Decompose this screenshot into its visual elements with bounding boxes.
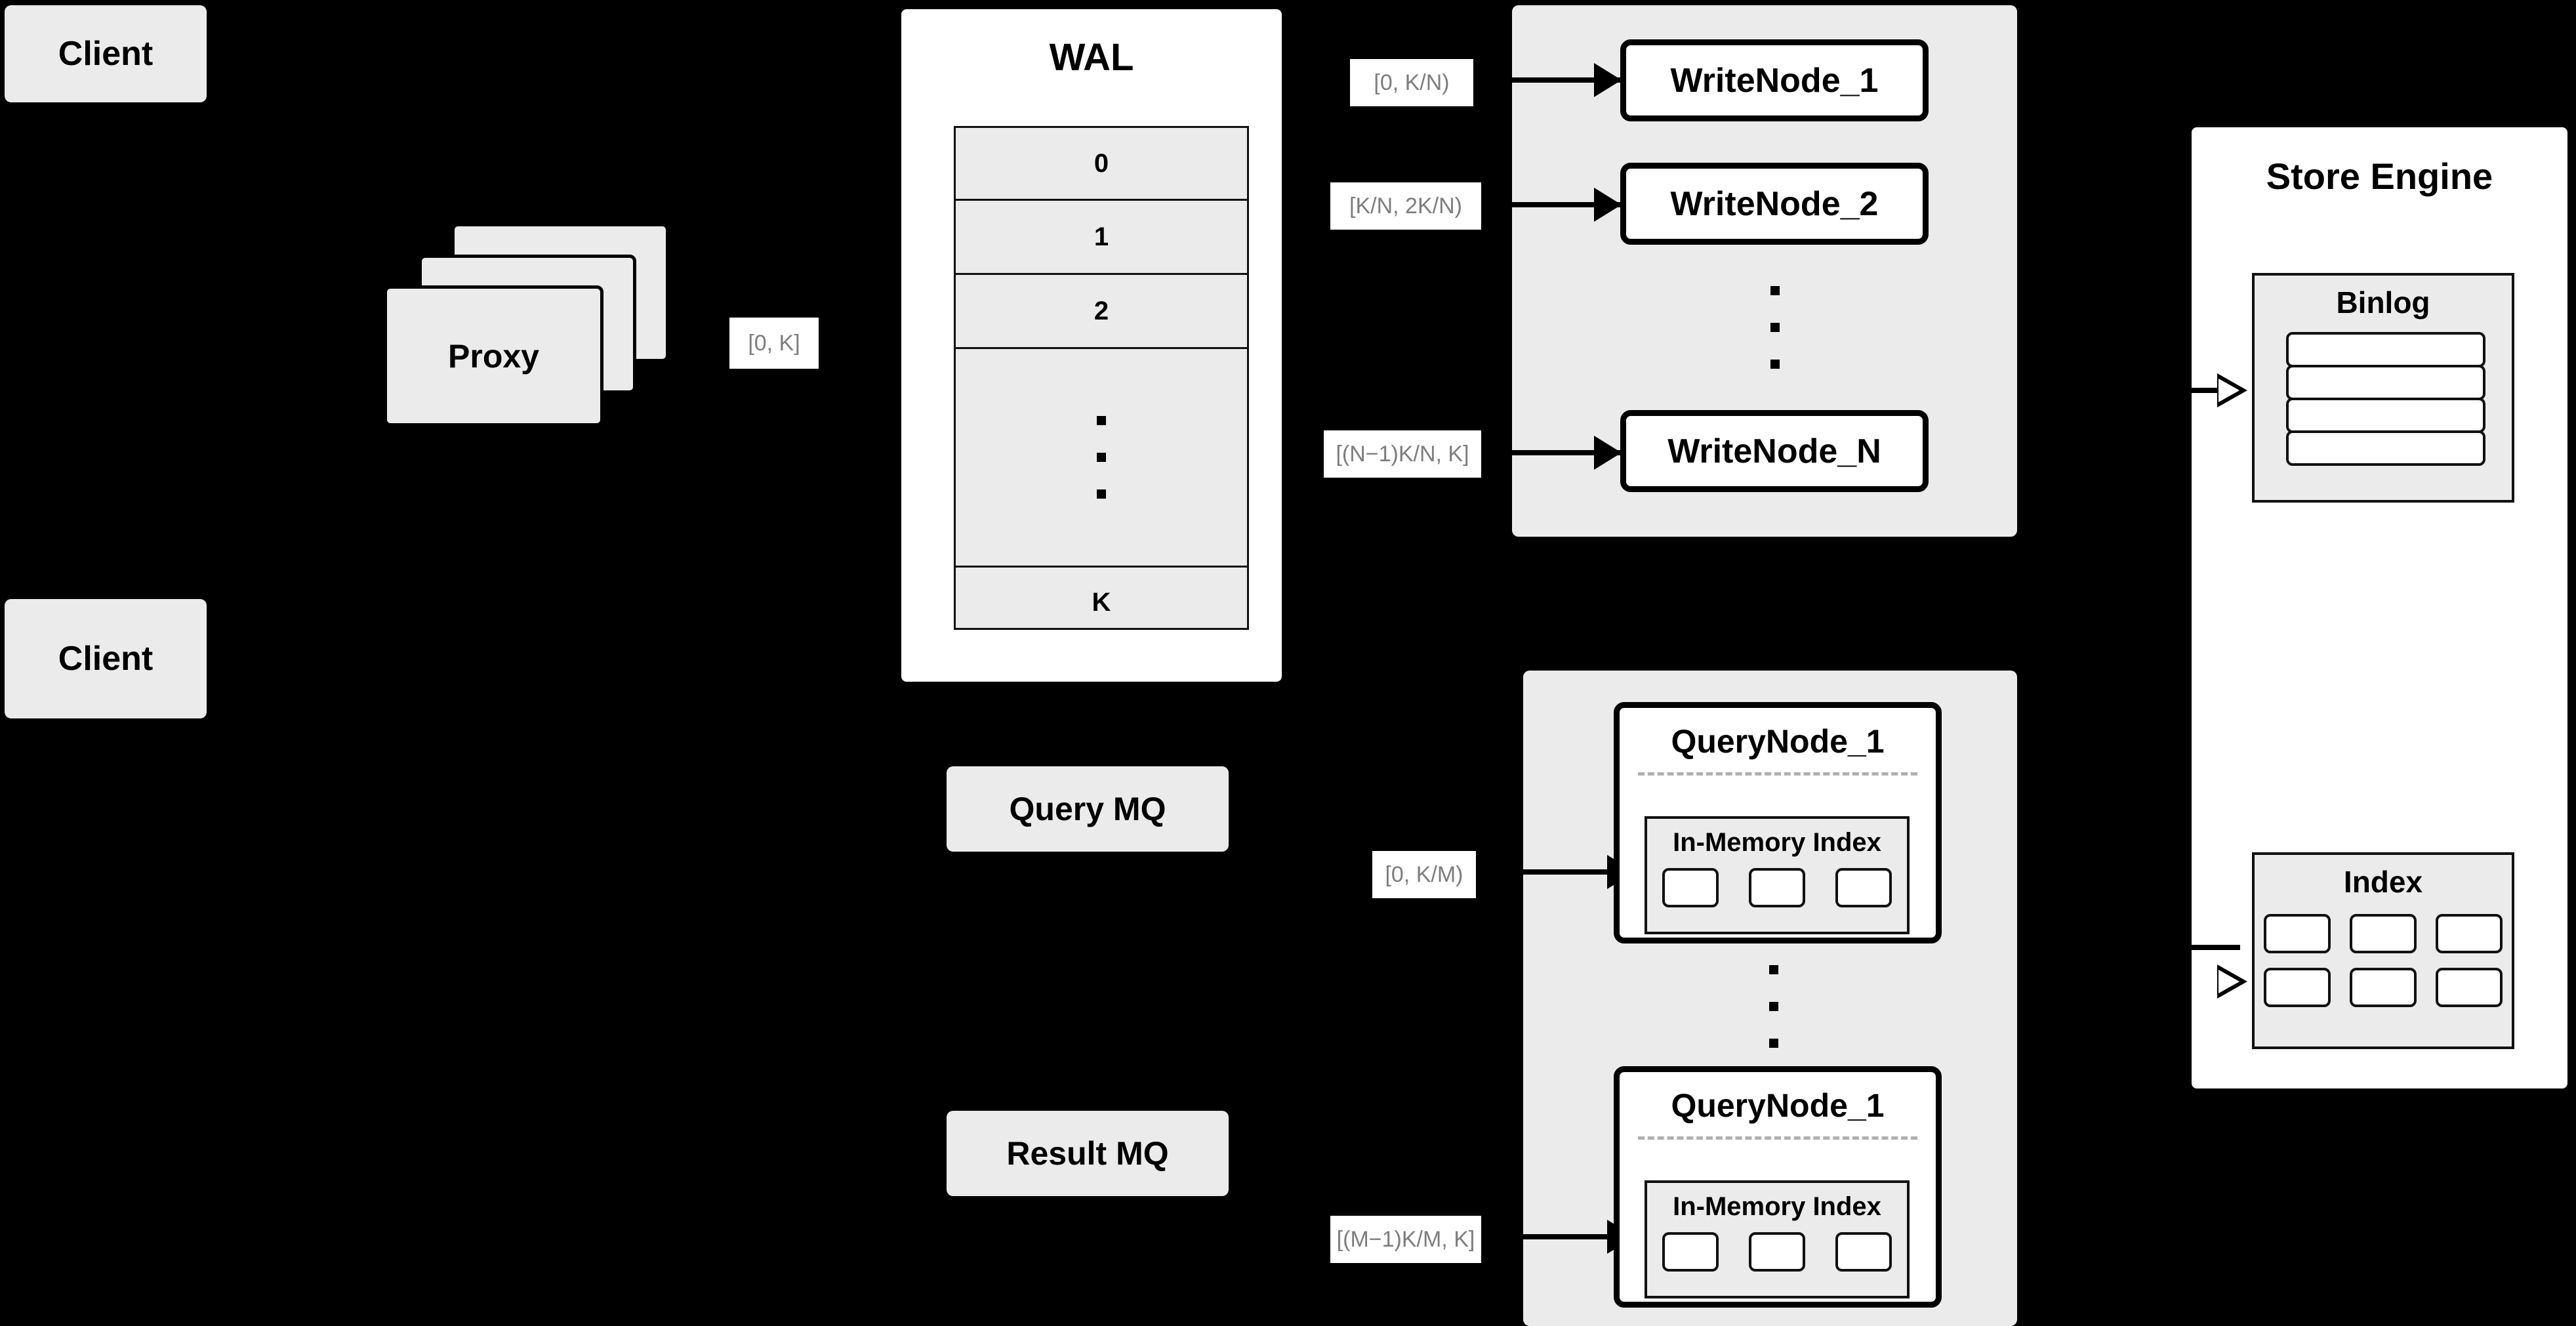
index-segment[interactable] bbox=[1749, 1232, 1805, 1272]
arrow-head-writenode-1 bbox=[1594, 63, 1622, 97]
index-segment[interactable] bbox=[1662, 1232, 1719, 1272]
index-segment[interactable] bbox=[1835, 1232, 1892, 1272]
arrow-line-querynode-m bbox=[1523, 1234, 1635, 1239]
binlog-panel: Binlog bbox=[2252, 273, 2514, 503]
arrow-head-writenode-2 bbox=[1594, 188, 1622, 222]
result-mq-box[interactable]: Result MQ bbox=[947, 1111, 1229, 1196]
query-node-2[interactable]: QueryNode_1 In-Memory Index bbox=[1614, 1066, 1942, 1308]
edge-label-proxy-to-wal: [0, K] bbox=[729, 318, 819, 369]
arrow-line-to-index bbox=[2165, 945, 2240, 950]
wal-row[interactable]: K bbox=[1092, 587, 1111, 617]
index-segment[interactable] bbox=[1662, 868, 1719, 907]
binlog-entry[interactable] bbox=[2286, 398, 2485, 433]
client-label-2: Client bbox=[58, 640, 153, 678]
write-node-2[interactable]: WriteNode_2 bbox=[1620, 163, 1929, 245]
in-memory-index-2-label: In-Memory Index bbox=[1673, 1192, 1881, 1221]
proxy-label: Proxy bbox=[448, 337, 539, 375]
store-index-entry[interactable] bbox=[2435, 968, 2503, 1007]
arrow-line-querynode-1 bbox=[1523, 869, 1635, 875]
wal-title: WAL bbox=[1049, 36, 1134, 79]
store-index-label: Index bbox=[2343, 865, 2423, 899]
binlog-entry[interactable] bbox=[2286, 365, 2485, 400]
store-index-entry[interactable] bbox=[2264, 968, 2331, 1007]
query-cluster-ellipsis-dots bbox=[1769, 951, 1778, 1062]
query-node-2-label: QueryNode_1 bbox=[1671, 1087, 1885, 1124]
result-mq-label: Result MQ bbox=[1006, 1135, 1169, 1172]
write-cluster-ellipsis-dots bbox=[1770, 272, 1780, 383]
store-index-entry[interactable] bbox=[2264, 914, 2331, 953]
index-segment[interactable] bbox=[1835, 868, 1892, 907]
arrow-head-writenode-n bbox=[1594, 436, 1622, 470]
index-segment[interactable] bbox=[1749, 868, 1805, 907]
client-box-2[interactable]: Client bbox=[5, 599, 207, 718]
in-memory-index-1-label: In-Memory Index bbox=[1673, 828, 1881, 857]
write-node-n-label: WriteNode_N bbox=[1667, 432, 1881, 470]
write-node-2-label: WriteNode_2 bbox=[1670, 184, 1879, 223]
wal-row[interactable]: 0 bbox=[956, 128, 1247, 201]
query-node-1-separator bbox=[1638, 772, 1917, 776]
arrow-line-to-binlog bbox=[2165, 388, 2240, 393]
arrow-head-to-index bbox=[2217, 964, 2247, 999]
query-mq-box[interactable]: Query MQ bbox=[947, 766, 1229, 852]
binlog-entry[interactable] bbox=[2286, 332, 2485, 367]
wal-ellipsis-dots bbox=[1097, 402, 1106, 512]
edge-label-wal-to-writenode-n: [(N−1)K/N, K] bbox=[1324, 430, 1481, 478]
arrow-line-writenode-2 bbox=[1512, 202, 1624, 207]
edge-label-mq-to-querynode-m: [(M−1)K/M, K] bbox=[1330, 1216, 1481, 1263]
edge-label-wal-to-writenode-1: [0, K/N) bbox=[1350, 59, 1473, 106]
wal-row-ellipsis bbox=[956, 349, 1247, 568]
client-box-1[interactable]: Client bbox=[5, 5, 207, 102]
client-label-1: Client bbox=[58, 35, 153, 73]
store-index-entry[interactable] bbox=[2435, 914, 2503, 953]
binlog-entry[interactable] bbox=[2286, 430, 2485, 466]
wal-panel: WAL 0 1 2 K bbox=[897, 5, 1286, 686]
store-index-panel: Index bbox=[2252, 852, 2514, 1049]
query-node-2-separator bbox=[1638, 1136, 1917, 1140]
write-node-n[interactable]: WriteNode_N bbox=[1620, 410, 1929, 492]
proxy-card-front[interactable]: Proxy bbox=[384, 285, 603, 426]
store-index-entry[interactable] bbox=[2349, 968, 2417, 1007]
store-index-entry[interactable] bbox=[2349, 914, 2417, 953]
arrow-line-writenode-n bbox=[1512, 450, 1624, 455]
query-mq-label: Query MQ bbox=[1009, 791, 1166, 827]
query-node-1[interactable]: QueryNode_1 In-Memory Index bbox=[1614, 702, 1942, 943]
wal-row[interactable]: 2 bbox=[956, 275, 1247, 349]
wal-rows: 0 1 2 K bbox=[954, 126, 1249, 630]
store-engine-title: Store Engine bbox=[2266, 155, 2493, 197]
edge-label-wal-to-writenode-2: [K/N, 2K/N) bbox=[1330, 182, 1481, 230]
in-memory-index-2: In-Memory Index bbox=[1645, 1180, 1910, 1298]
store-engine-panel: Store Engine Binlog Index bbox=[2188, 123, 2571, 1092]
wal-row[interactable]: 1 bbox=[956, 201, 1247, 275]
write-node-1-label: WriteNode_1 bbox=[1670, 61, 1879, 100]
arrow-head-to-binlog bbox=[2217, 373, 2247, 407]
write-node-1[interactable]: WriteNode_1 bbox=[1620, 39, 1929, 121]
edge-label-mq-to-querynode-1: [0, K/M) bbox=[1372, 851, 1476, 898]
binlog-label: Binlog bbox=[2336, 285, 2430, 320]
query-node-1-label: QueryNode_1 bbox=[1671, 723, 1885, 760]
arrow-line-writenode-1 bbox=[1512, 77, 1624, 83]
in-memory-index-1: In-Memory Index bbox=[1645, 816, 1910, 934]
